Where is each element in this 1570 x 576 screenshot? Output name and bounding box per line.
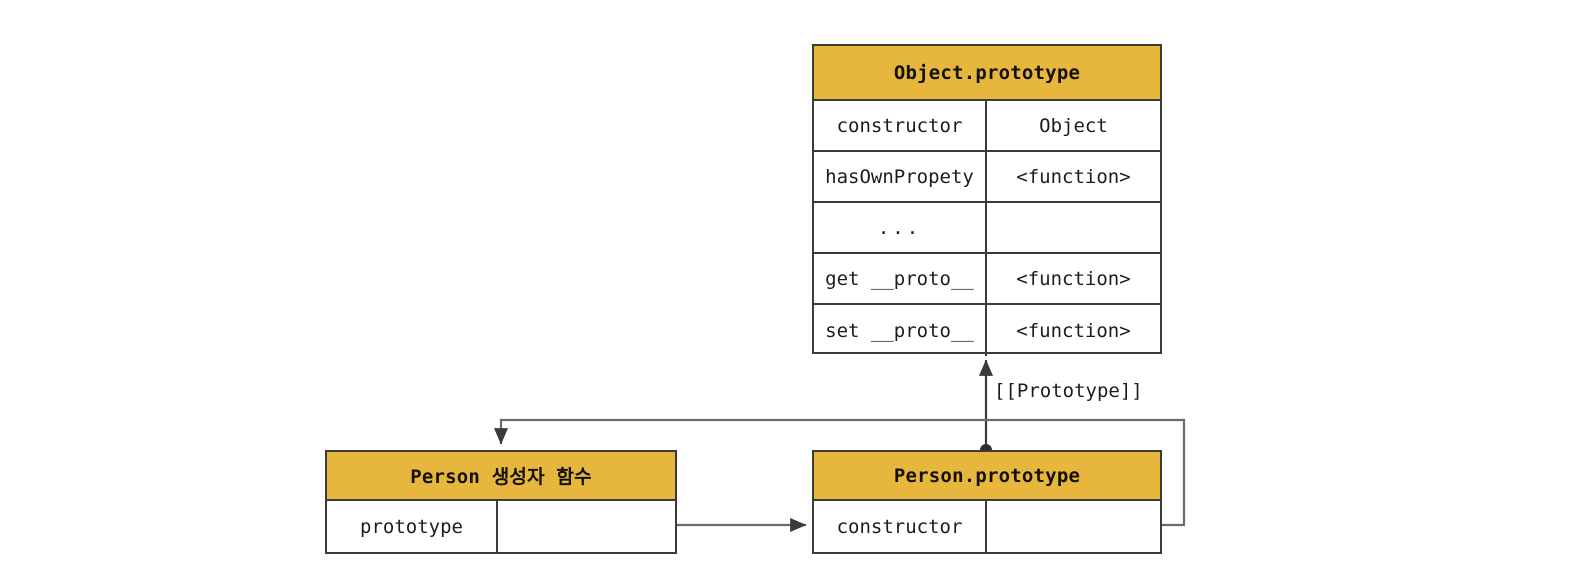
- table-row: ...: [814, 203, 1160, 254]
- property-value: [987, 203, 1160, 252]
- property-value: Object: [1039, 114, 1108, 137]
- property-key-ellipsis: ...: [814, 203, 987, 252]
- table-row: set __proto__ <function>: [814, 305, 1160, 356]
- edge-prototype-chain-link: [978, 359, 994, 456]
- property-key: hasOwnPropety: [814, 152, 987, 201]
- table-row: constructor Object: [814, 101, 1160, 152]
- property-value: <function>: [1016, 267, 1131, 290]
- prototype-link-label: [[Prototype]]: [994, 380, 1143, 402]
- property-value-slot: [498, 501, 675, 552]
- property-value: <function>: [1016, 165, 1131, 188]
- property-value-slot: [987, 501, 1160, 552]
- table-row: hasOwnPropety <function>: [814, 152, 1160, 203]
- property-key: constructor: [814, 101, 987, 150]
- object-prototype-title: Object.prototype: [814, 46, 1160, 101]
- property-key: get __proto__: [814, 254, 987, 303]
- person-constructor-box: Person 생성자 함수 prototype: [325, 450, 677, 554]
- property-value: <function>: [1016, 319, 1131, 342]
- object-prototype-box: Object.prototype constructor Object hasO…: [812, 44, 1162, 356]
- person-constructor-title: Person 생성자 함수: [327, 452, 675, 501]
- table-row: get __proto__ <function>: [814, 254, 1160, 305]
- person-prototype-title: Person.prototype: [814, 452, 1160, 501]
- property-key: set __proto__: [814, 305, 987, 356]
- property-key: prototype: [327, 501, 498, 552]
- table-row: prototype: [327, 501, 675, 552]
- property-key: constructor: [814, 501, 987, 552]
- person-prototype-box: Person.prototype constructor: [812, 450, 1162, 554]
- table-row: constructor: [814, 501, 1160, 552]
